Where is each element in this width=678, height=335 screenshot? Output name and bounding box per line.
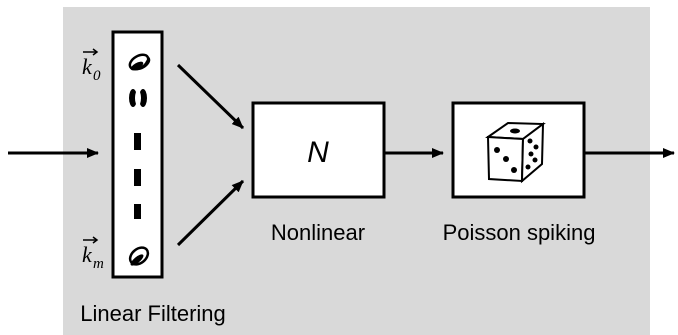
nonlinear-box bbox=[251, 101, 386, 199]
ellipsis-dash bbox=[134, 204, 141, 219]
ellipsis-dash bbox=[134, 169, 141, 186]
spiking-label: Poisson spiking bbox=[443, 220, 596, 245]
dice-icon bbox=[485, 121, 546, 184]
filter-bank-label: Linear Filtering bbox=[80, 301, 226, 326]
filter-to-nonlinear-arrow-top bbox=[176, 63, 245, 130]
svg-text:k: k bbox=[82, 54, 93, 79]
ellipsis-dash bbox=[134, 133, 141, 150]
filter-label-top: k 0 bbox=[82, 48, 101, 84]
receptive-field-second-icon bbox=[129, 89, 147, 107]
filter-to-nonlinear-arrow-bottom bbox=[176, 179, 245, 247]
filter-bank-box bbox=[111, 30, 164, 279]
svg-text:m: m bbox=[93, 256, 104, 272]
receptive-field-top-icon bbox=[128, 53, 151, 71]
nonlinear-symbol: N bbox=[307, 136, 329, 169]
nonlinear-label: Nonlinear bbox=[271, 220, 365, 245]
svg-text:k: k bbox=[82, 242, 93, 267]
receptive-field-bottom-icon bbox=[128, 246, 150, 266]
svg-text:0: 0 bbox=[93, 68, 101, 84]
filter-bank bbox=[111, 30, 164, 279]
filter-label-bottom: k m bbox=[82, 236, 104, 272]
